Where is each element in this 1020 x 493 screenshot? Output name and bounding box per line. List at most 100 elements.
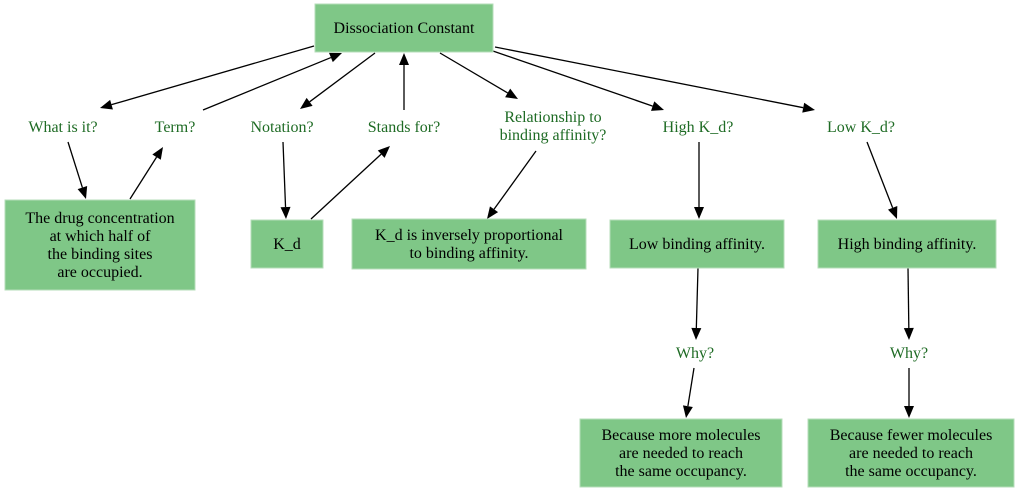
node-label-line: What is it? (28, 119, 97, 136)
node-label-line: Notation? (250, 119, 313, 136)
arrowhead-icon (505, 88, 518, 99)
node-box (314, 3, 494, 53)
edge-line (493, 150, 537, 210)
arrowhead-icon (682, 405, 693, 418)
edge-q_rel-to-a_inverse (487, 150, 537, 219)
node-label-line: Term? (155, 119, 196, 136)
node-label-line: Dissociation Constant (334, 20, 475, 37)
arrowhead-icon (377, 146, 390, 158)
arrowhead-icon (651, 101, 664, 111)
edge-line (489, 49, 653, 107)
node-label-line: High binding affinity. (838, 236, 977, 253)
question-q-high: High K_d? (663, 119, 734, 136)
edge-root-to-q_notation (300, 52, 376, 109)
edge-line (309, 52, 376, 103)
node-label-line: The drug concentration (25, 210, 174, 227)
edge-q_notation-to-a_kd (280, 141, 291, 219)
node-box (4, 199, 196, 291)
node-label-line: Because fewer molecules (830, 427, 993, 444)
arrowhead-icon (802, 102, 815, 113)
edge-line (695, 267, 699, 329)
edges (67, 45, 914, 418)
arrowhead-icon (300, 97, 313, 109)
question-q-term: Term? (155, 119, 196, 136)
question-q-why2: Why? (890, 345, 928, 362)
edge-line (202, 56, 332, 111)
node-label-line: Why? (676, 345, 714, 362)
edge-a_lowaff-to-q_why1 (691, 267, 702, 340)
arrowhead-icon (887, 206, 898, 219)
answer-a-lowaff: Low binding affinity. (609, 219, 785, 269)
question-q-why1: Why? (676, 345, 714, 362)
edge-q_low-to-a_highaff (866, 141, 898, 219)
edge-line (129, 156, 158, 200)
arrowhead-icon (152, 147, 163, 160)
edge-line (111, 45, 315, 106)
node-label-line: Relationship to (504, 109, 601, 126)
edge-root-to-q_high (489, 49, 664, 111)
edge-a_def-to-q_term (129, 147, 163, 200)
node-label-line: binding affinity? (500, 127, 607, 144)
edge-line (67, 141, 84, 188)
question-q-stands: Stands for? (368, 119, 440, 136)
edge-root-to-q_what (100, 45, 315, 110)
edge-line (282, 141, 287, 208)
node-box (807, 418, 1015, 488)
question-q-notation: Notation? (250, 119, 313, 136)
node-label-line: Because more molecules (601, 427, 760, 444)
edge-root-to-q_rel (439, 52, 518, 99)
node-box (250, 219, 324, 269)
node-label-line: are occupied. (57, 264, 142, 281)
arrowhead-icon (280, 206, 291, 219)
arrowhead-icon (904, 406, 914, 418)
node-label-line: are needed to reach (849, 445, 973, 462)
node-label-line: at which half of (50, 228, 152, 245)
edge-q_high-to-a_lowaff (694, 142, 704, 219)
edge-line (866, 141, 894, 209)
arrowhead-icon (694, 207, 704, 219)
edge-line (310, 153, 382, 220)
edge-q_stands-to-root (399, 53, 409, 110)
arrowhead-icon (487, 206, 499, 219)
node-label-line: High K_d? (663, 119, 734, 136)
edge-q_why2-to-a_fewer (904, 368, 914, 418)
edge-q_what-to-a_def (67, 141, 88, 199)
edge-line (494, 46, 804, 109)
node-label-line: the binding sites (48, 246, 153, 263)
edge-a_kd-to-q_stands (310, 146, 390, 220)
answer-a-kd: K_d (250, 219, 324, 269)
edge-line (439, 52, 508, 94)
question-q-low: Low K_d? (827, 119, 895, 136)
arrowhead-icon (903, 327, 914, 340)
node-label-line: the same occupancy. (615, 463, 747, 480)
node-box (579, 418, 783, 488)
arrowhead-icon (399, 53, 409, 65)
question-q-what: What is it? (28, 119, 97, 136)
arrowhead-icon (77, 186, 88, 199)
arrowhead-icon (100, 99, 113, 110)
edge-a_highaff-to-q_why2 (903, 267, 914, 340)
arrowhead-icon (691, 327, 702, 340)
edge-q_term-to-root (202, 52, 342, 111)
node-label-line: K_d is inversely proportional (375, 227, 564, 244)
node-label-line: the same occupancy. (845, 463, 977, 480)
edge-root-to-q_low (494, 46, 815, 113)
node-box (609, 219, 785, 269)
root-node-root: Dissociation Constant (314, 3, 494, 53)
edge-q_why1-to-a_more (682, 367, 695, 418)
node-label-line: to binding affinity. (409, 245, 528, 262)
edge-line (687, 367, 695, 407)
node-box (351, 218, 587, 270)
edge-line (907, 267, 910, 329)
arrowhead-icon (329, 52, 342, 63)
answer-a-highaff: High binding affinity. (817, 219, 997, 269)
node-label-line: Stands for? (368, 119, 440, 136)
node-label-line: are needed to reach (619, 445, 743, 462)
